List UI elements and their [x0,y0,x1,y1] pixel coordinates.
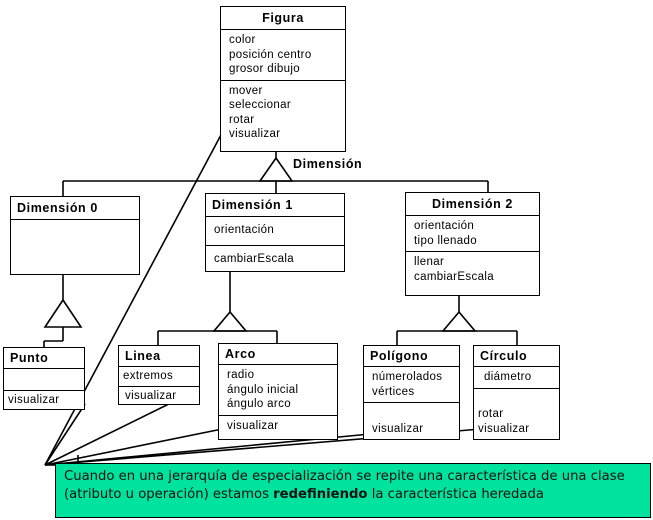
class-attributes-circulo: diámetro [474,367,559,388]
operation: seleccionar [229,99,292,111]
class-operations-dimension1: cambiarEscala [206,244,344,272]
class-name-poligono: Polígono [364,346,459,367]
attribute: color [229,34,256,46]
class-attributes-linea: extremos [119,367,199,386]
attribute: diámetro [484,371,532,383]
generalization-triangle-dimension0 [43,298,83,328]
attribute: grosor dibujo [229,63,301,75]
class-box-punto[interactable]: Punto visualizar [3,347,85,410]
attribute: orientación [414,220,475,232]
class-attributes-dimension1: orientación [206,217,344,245]
operation: visualizar [372,422,424,435]
class-box-circulo[interactable]: Círculo diámetro rotar visualizar [473,345,560,440]
attribute: ángulo arco [227,398,291,410]
note-box-redefinicion: Cuando en una jerarquía de especializaci… [55,463,651,518]
class-operations-poligono: visualizar [364,402,459,439]
attribute: tipo llenado [414,234,478,247]
operation: visualizar [478,422,530,435]
operation: mover [229,84,263,97]
operation: rotar [229,113,255,126]
operation: visualizar [125,389,177,402]
generalization-triangle-dimension2 [441,310,477,332]
leader-arco-visualizar [44,425,238,466]
generalization-triangle-dimension [258,156,294,182]
class-name-figura: Figura [221,7,345,30]
class-attributes-dimension0 [11,220,139,274]
operation: visualizar [8,393,60,406]
attribute: orientación [214,224,275,236]
class-box-arco[interactable]: Arco radio ángulo inicial ángulo arco vi… [218,343,338,440]
class-box-figura[interactable]: Figura color posición centro grosor dibu… [220,6,346,152]
class-name-linea: Linea [119,346,199,367]
operation: cambiarEscala [414,270,494,283]
class-name-dimension2: Dimensión 2 [406,193,539,216]
attribute: posición centro [229,48,312,61]
note-text: Cuando en una jerarquía de especializaci… [64,468,642,503]
class-box-dimension1[interactable]: Dimensión 1 orientación cambiarEscala [205,193,345,272]
class-attributes-arco: radio ángulo inicial ángulo arco [219,365,337,415]
attribute: radio [227,369,255,381]
attribute: extremos [123,370,174,382]
class-attributes-punto [4,369,84,390]
class-name-dimension1: Dimensión 1 [206,194,344,217]
class-operations-dimension2: llenar cambiarEscala [406,251,539,295]
generalization-triangle-dimension1 [212,310,248,332]
class-operations-punto: visualizar [4,389,84,410]
class-attributes-dimension2: orientación tipo llenado [406,216,539,251]
attribute: vértices [372,385,415,398]
operation: rotar [478,408,504,420]
class-box-dimension2[interactable]: Dimensión 2 orientación tipo llenado lle… [405,192,540,296]
class-box-linea[interactable]: Linea extremos visualizar [118,345,200,405]
class-operations-linea: visualizar [119,385,199,406]
class-name-arco: Arco [219,344,337,365]
operation: llenar [414,256,445,268]
operation: cambiarEscala [214,252,294,265]
class-operations-figura: mover seleccionar rotar visualizar [221,79,345,152]
class-name-circulo: Círculo [474,346,559,367]
note-text-part1: Cuando en una jerarquía de especializaci… [64,469,625,502]
leader-figura-visualizar [44,132,223,466]
operation: visualizar [227,419,279,432]
class-box-dimension0[interactable]: Dimensión 0 [10,196,140,275]
operation: visualizar [229,128,281,140]
association-label-dimension: Dimensión [291,157,365,171]
class-name-dimension0: Dimensión 0 [11,197,139,220]
class-operations-arco: visualizar [219,414,337,440]
note-text-emphasis: redefiniendo [273,486,368,502]
attribute: númerolados [372,371,443,383]
class-attributes-poligono: númerolados vértices [364,367,459,402]
class-operations-circulo: rotar visualizar [474,387,559,440]
attribute: ángulo inicial [227,383,299,396]
class-name-punto: Punto [4,348,84,369]
class-box-poligono[interactable]: Polígono númerolados vértices visualizar [363,345,460,440]
leader-punto-visualizar [44,403,86,466]
class-attributes-figura: color posición centro grosor dibujo [221,30,345,80]
note-text-part2: la característica heredada [367,486,544,502]
